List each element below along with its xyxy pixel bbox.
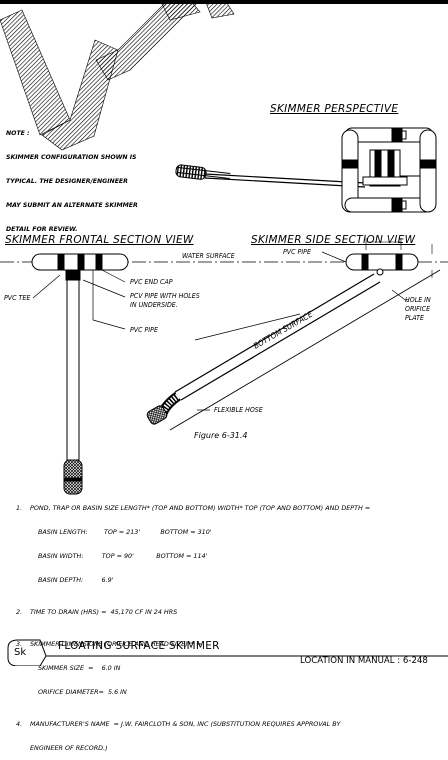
spec-item: BASIN LENGTH: TOP = 213' BOTTOM = 310'	[38, 528, 212, 536]
watermark-hatched-letter	[0, 0, 235, 151]
footer-badge: Sk	[14, 647, 27, 658]
skimmer-perspective-drawing	[175, 127, 437, 213]
hole-orifice-label: HOLE IN ORIFICE PLATE	[405, 296, 431, 322]
spec-item: BASIN WIDTH: TOP = 90' BOTTOM = 114'	[38, 552, 208, 560]
flexible-hose-label: FLEXIBLE HOSE	[214, 406, 263, 414]
side-section-title: SKIMMER SIDE SECTION VIEW	[251, 234, 416, 246]
spec-item: 2.TIME TO DRAIN (HRS) = 45,170 CF IN 24 …	[16, 608, 178, 616]
note-line: MAY SUBMIT AN ALTERNATE SKIMMER	[6, 202, 138, 209]
note-block: NOTE : SKIMMER CONFIGURATION SHOWN IS TY…	[6, 114, 138, 242]
spec-item: ORIFICE DIAMETER= 5.6 IN	[38, 688, 127, 696]
note-line: TYPICAL. THE DESIGNER/ENGINEER	[6, 178, 128, 185]
spec-item: 4.MANUFACTURER'S NAME = J.W. FAIRCLOTH &…	[16, 720, 341, 728]
footer-title: FLOATING SURFACE SKIMMER	[58, 640, 220, 652]
pvc-end-cap-label: PVC END CAP	[130, 278, 173, 286]
perspective-title: SKIMMER PERSPECTIVE	[270, 103, 399, 115]
note-line: SKIMMER CONFIGURATION SHOWN IS	[6, 154, 137, 161]
skimmer-detail-drawing	[0, 0, 448, 666]
pvc-tee-label: PVC TEE	[4, 294, 31, 302]
spec-list: 1.POND, TRAP OR BASIN SIZE LENGTH* (TOP …	[16, 488, 370, 760]
water-surface-label: WATER SURFACE	[182, 252, 235, 260]
frontal-section-title: SKIMMER FRONTAL SECTION VIEW	[5, 234, 194, 246]
footer-frame	[7, 639, 448, 666]
spec-item: BASIN DEPTH: 6.9'	[38, 576, 114, 584]
footer-badge-shape	[7, 639, 47, 666]
spec-item: 3.SKIMMER DIMENSIONS (ORIFICE AND HEAD S…	[16, 640, 202, 648]
pvc-pipe-label-left: PVC PIPE	[130, 326, 158, 334]
note-label: NOTE :	[6, 130, 30, 137]
spec-item: ENGINEER OF RECORD.)	[30, 744, 108, 752]
note-line: DETAIL FOR REVIEW.	[6, 226, 78, 233]
figure-caption: Figure 6-31.4	[194, 431, 248, 440]
side-section-drawing	[146, 238, 441, 431]
frontal-section-drawing	[0, 253, 448, 495]
footer-location: LOCATION IN MANUAL : 6-248	[300, 656, 428, 666]
pvc-pipe-label-top: PVC PIPE	[283, 248, 311, 256]
spec-item: 1.POND, TRAP OR BASIN SIZE LENGTH* (TOP …	[16, 504, 371, 512]
perspective-flexible-hose	[175, 164, 366, 188]
pcv-pipe-holes-label: PCV PIPE WITH HOLES IN UNDERSIDE.	[130, 292, 200, 309]
